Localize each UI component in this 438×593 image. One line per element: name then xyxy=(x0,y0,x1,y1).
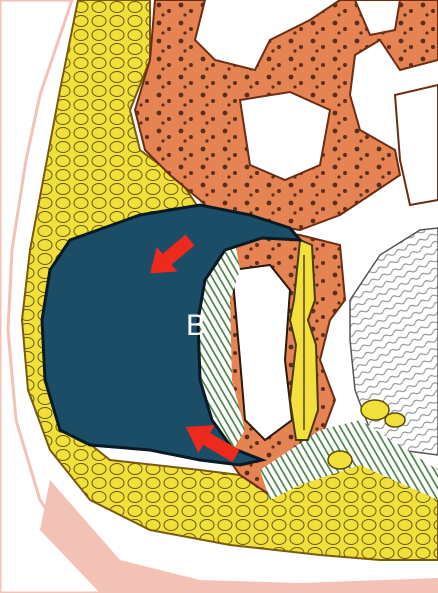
label-b: B xyxy=(186,311,206,341)
fat-nodule-2 xyxy=(385,413,405,427)
air-cell-3 xyxy=(395,85,438,205)
fat-nodule-3 xyxy=(328,451,352,469)
fat-nodule-1 xyxy=(361,400,389,420)
air-cell-1 xyxy=(240,92,330,180)
